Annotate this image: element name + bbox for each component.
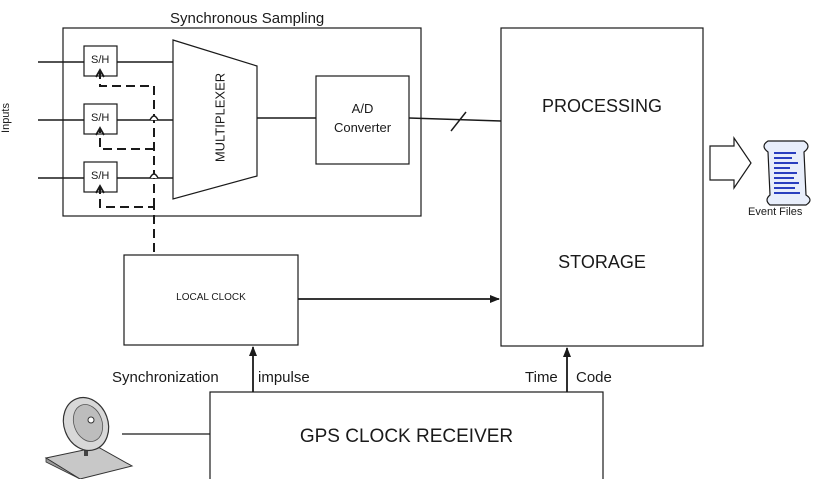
sh-clock-arrow-2 <box>95 126 105 136</box>
adc-to-processing-line <box>408 117 502 122</box>
multiplexer-label: MULTIPLEXER <box>212 72 228 163</box>
gps-clock-receiver-label: GPS CLOCK RECEIVER <box>299 426 514 447</box>
sample-hold-2 <box>83 103 118 135</box>
sample-hold-label-1: S/H <box>91 54 110 66</box>
time-label: Time <box>525 369 558 386</box>
sh-clock-arrow-1 <box>95 68 105 78</box>
local-clock-label: LOCAL CLOCK <box>176 292 246 303</box>
impulse-label: impulse <box>258 369 310 386</box>
sample-hold-label-3: S/H <box>91 170 110 182</box>
ad-converter-label-line-1: A/D <box>351 101 374 116</box>
sample-hold-label-2: S/H <box>91 112 110 124</box>
sh-clock-arrow-3 <box>95 184 105 194</box>
inputs-label: Inputs <box>0 103 12 133</box>
output-arrow <box>709 136 752 190</box>
ad-converter-label-line-2: Converter <box>333 120 392 135</box>
bus-slash <box>450 111 467 132</box>
storage-label: STORAGE <box>558 252 646 272</box>
satellite-dish-icon <box>44 396 134 479</box>
document-scroll-icon <box>763 140 811 206</box>
processing-label: PROCESSING <box>541 96 663 116</box>
sampling-clock-dashed-lines <box>99 72 155 252</box>
event-files-label: Event Files <box>748 206 803 218</box>
crossover-arc-1 <box>149 115 159 121</box>
ad-converter <box>315 75 410 165</box>
synchronous-sampling-group <box>62 27 422 217</box>
crossover-arc-2 <box>149 173 159 179</box>
processing-storage-block <box>500 27 704 347</box>
gps-clock-receiver-block <box>209 391 604 479</box>
local-clock-block <box>123 254 299 346</box>
code-label: Code <box>576 369 612 386</box>
synchronization-label: Synchronization <box>112 369 219 386</box>
synchronous-sampling-title: Synchronous Sampling <box>170 10 325 27</box>
multiplexer <box>172 39 258 200</box>
